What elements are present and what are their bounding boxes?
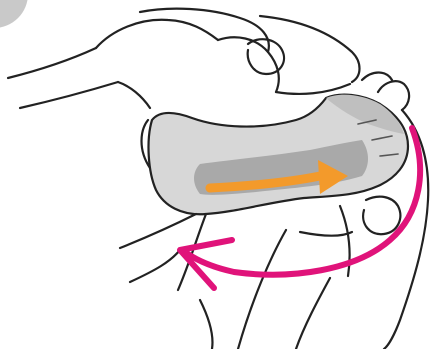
device [149, 95, 408, 215]
corner-badge [0, 0, 28, 28]
